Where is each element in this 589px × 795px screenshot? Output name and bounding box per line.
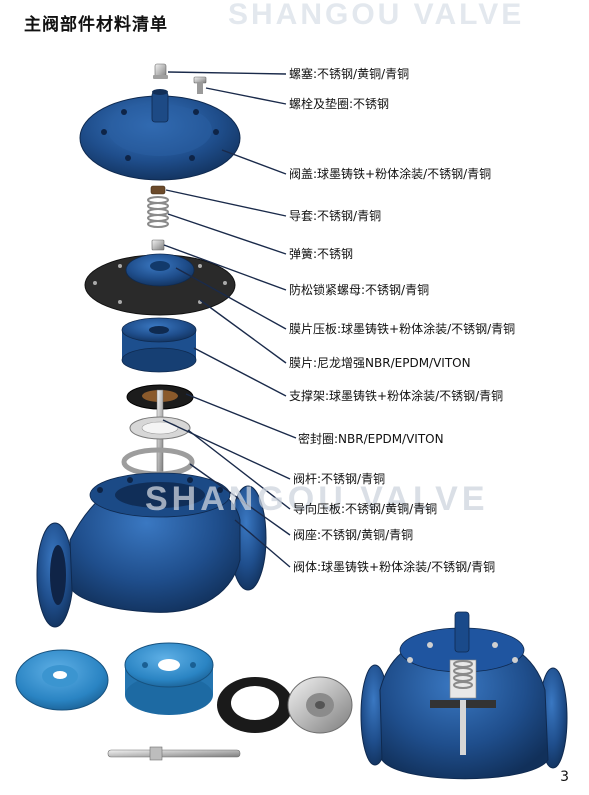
diaphragm-plate-part [125, 253, 195, 287]
leader-lines [162, 71, 297, 568]
part-label-bolt-washer: 螺栓及垫圈:不锈钢 [289, 97, 390, 111]
part-label-bonnet: 阀盖:球墨铸铁+粉体涂装/不锈钢/青铜 [289, 167, 492, 181]
bolt-part [193, 76, 207, 94]
top-watermark: SHANGOU VALVE [228, 0, 525, 31]
locknut-part [151, 239, 165, 251]
center-watermark: SHANGOU VALVE [145, 480, 489, 518]
photo-seal-ring [217, 677, 293, 733]
part-label-diaphragm-plate: 膜片压板:球墨铸铁+粉体涂装/不锈钢/青铜 [289, 322, 516, 336]
photo-stem [107, 746, 241, 761]
guide-bushing-part [150, 185, 166, 195]
photo-pressure-plate [15, 649, 109, 711]
part-label-diaphragm: 膜片:尼龙增强NBR/EPDM/VITON [289, 356, 471, 370]
part-label-seal-ring: 密封圈:NBR/EPDM/VITON [298, 432, 444, 446]
spring-part [147, 196, 169, 228]
part-label-locknut: 防松锁紧螺母:不锈钢/青铜 [289, 283, 430, 297]
part-label-valve-body: 阀体:球墨铸铁+粉体涂装/不锈钢/青铜 [293, 560, 496, 574]
part-label-spring: 弹簧:不锈钢 [289, 247, 354, 261]
photo-guide-plate [287, 676, 353, 734]
plug-part [153, 63, 168, 79]
bonnet-part [79, 89, 241, 181]
part-label-stem: 阀杆:不锈钢/青铜 [293, 472, 386, 486]
part-label-plug: 螺塞:不锈钢/黄铜/青铜 [289, 67, 410, 81]
part-label-support-frame: 支撑架:球墨铸铁+粉体涂装/不锈钢/青铜 [289, 389, 504, 403]
page-number: 3 [560, 769, 569, 785]
part-label-guide-bushing: 导套:不锈钢/青铜 [289, 209, 382, 223]
part-label-guide-plate: 导向压板:不锈钢/黄铜/青铜 [293, 502, 438, 516]
photo-support-frame [124, 642, 214, 715]
support-frame-part [121, 317, 197, 373]
photo-cutaway-valve [360, 611, 568, 780]
page-title: 主阀部件材料清单 [24, 15, 168, 35]
valve-body-part [36, 472, 267, 628]
guide-plate-part [129, 416, 191, 440]
part-label-seat: 阀座:不锈钢/黄铜/青铜 [293, 528, 414, 542]
